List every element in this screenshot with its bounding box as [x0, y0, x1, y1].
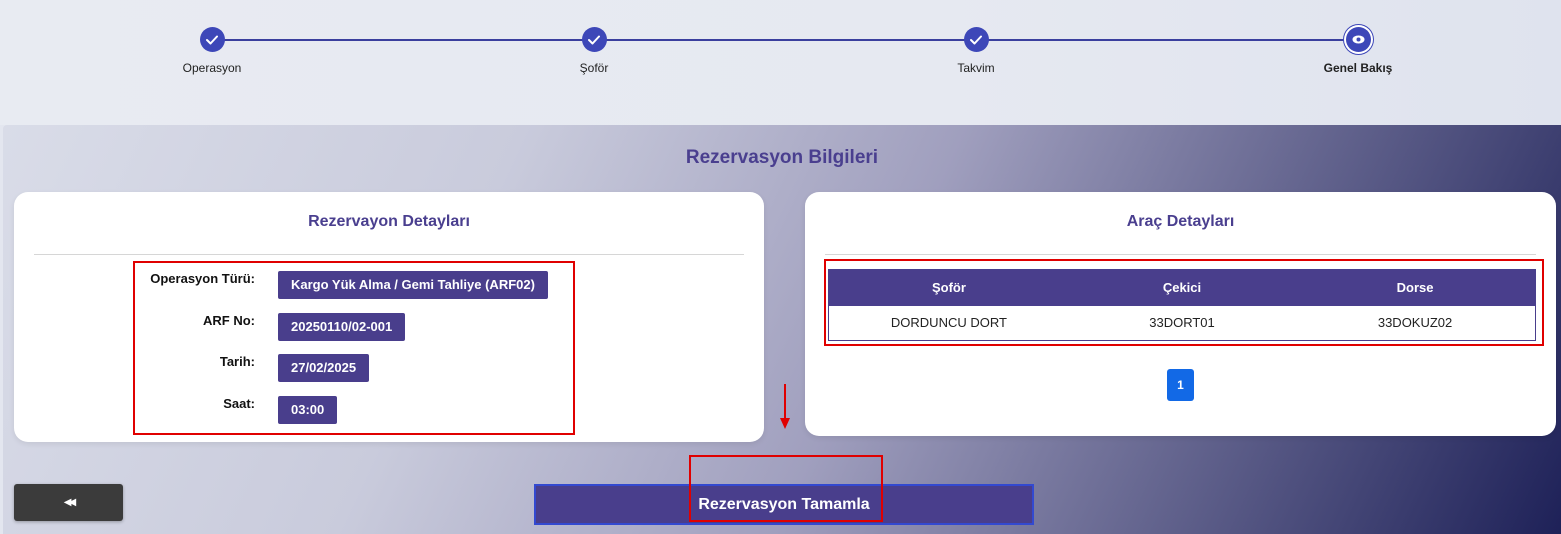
- step-label: Operasyon: [182, 61, 242, 75]
- reservation-details-card: Rezervayon Detayları Operasyon Türü: Kar…: [14, 192, 764, 442]
- step-genel-bakis[interactable]: Genel Bakış: [1298, 27, 1418, 75]
- back-button[interactable]: ◀◀: [14, 484, 123, 521]
- pagination-page-button[interactable]: 1: [1167, 369, 1194, 401]
- step-label: Takvim: [957, 61, 995, 75]
- page-title: Rezervasyon Bilgileri: [685, 147, 879, 168]
- detail-label: ARF No:: [203, 313, 255, 328]
- column-header-driver[interactable]: Şoför: [828, 269, 1069, 306]
- check-icon: [199, 27, 225, 52]
- divider: [825, 254, 1536, 255]
- step-sofor[interactable]: Şoför: [534, 27, 654, 75]
- check-icon: [581, 27, 607, 52]
- table-header-row: Şoför Çekici Dorse: [828, 269, 1536, 306]
- card-title: Araç Detayları: [1126, 213, 1235, 230]
- column-header-trailer[interactable]: Dorse: [1295, 269, 1536, 306]
- card-title: Rezervayon Detayları: [308, 213, 470, 230]
- main-panel: Rezervasyon Bilgileri Rezervayon Detayla…: [3, 125, 1561, 534]
- column-header-tractor[interactable]: Çekici: [1068, 269, 1296, 306]
- detail-label: Saat:: [223, 396, 255, 411]
- step-label: Şoför: [579, 61, 609, 75]
- arrow-down-icon: [780, 384, 790, 429]
- table-cell: 33DORT01: [1068, 305, 1296, 341]
- step-operasyon[interactable]: Operasyon: [152, 27, 272, 75]
- complete-reservation-button[interactable]: Rezervasyon Tamamla: [534, 484, 1034, 525]
- rewind-icon: ◀◀: [63, 497, 77, 508]
- detail-value: 20250110/02-001: [278, 313, 406, 341]
- step-takvim[interactable]: Takvim: [916, 27, 1036, 75]
- vehicle-table: Şoför Çekici Dorse DORDUNCU DORT 33DORT0…: [828, 269, 1536, 341]
- detail-value: 03:00: [278, 396, 338, 424]
- annotation-highlight-box: Operasyon Türü: Kargo Yük Alma / Gemi Ta…: [133, 261, 575, 435]
- detail-row-arf-no: ARF No: 20250110/02-001: [135, 309, 573, 341]
- eye-icon: [1345, 27, 1371, 52]
- vehicle-details-card: Araç Detayları Şoför Çekici Dorse DORDUN…: [805, 192, 1556, 436]
- check-icon: [963, 27, 989, 52]
- table-cell: DORDUNCU DORT: [828, 305, 1069, 341]
- detail-row-operation-type: Operasyon Türü: Kargo Yük Alma / Gemi Ta…: [135, 267, 573, 299]
- progress-stepper: Operasyon Şoför Takvim Genel Bakış: [0, 0, 1561, 125]
- detail-row-date: Tarih: 27/02/2025: [135, 350, 573, 382]
- table-cell: 33DOKUZ02: [1295, 305, 1536, 341]
- detail-label: Operasyon Türü:: [150, 271, 255, 286]
- divider: [34, 254, 744, 255]
- table-row[interactable]: DORDUNCU DORT 33DORT01 33DOKUZ02: [828, 305, 1536, 341]
- detail-value: 27/02/2025: [278, 354, 370, 382]
- annotation-highlight-box: Şoför Çekici Dorse DORDUNCU DORT 33DORT0…: [824, 259, 1544, 346]
- detail-label: Tarih:: [219, 354, 255, 369]
- detail-value: Kargo Yük Alma / Gemi Tahliye (ARF02): [278, 271, 548, 299]
- stepper-line: [212, 39, 1358, 41]
- step-label: Genel Bakış: [1323, 61, 1393, 75]
- detail-row-time: Saat: 03:00: [135, 392, 573, 424]
